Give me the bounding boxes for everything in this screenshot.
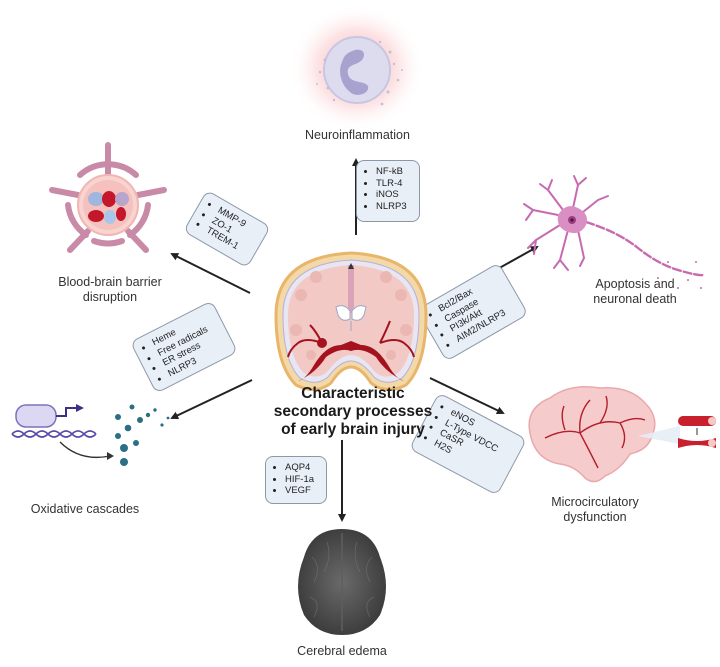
center-title-line: secondary processes (273, 403, 433, 420)
marker-item: AQP4 (285, 462, 318, 474)
center-title-line: of early brain injury (281, 421, 425, 438)
center-title-line: Characteristic (301, 385, 405, 402)
apoptosis-label-line: Apoptosis and (595, 277, 675, 291)
neuron-icon (523, 175, 705, 289)
bbb-label: Blood-brain barrier disruption (40, 275, 180, 305)
blood-vessel-pericyte-icon (49, 142, 167, 253)
apoptosis-label-line: neuronal death (593, 292, 677, 306)
edema-label: Cerebral edema (297, 644, 387, 658)
center-title: Characteristic secondary processes of ea… (258, 385, 448, 439)
arrow-to-oxidative (170, 379, 253, 420)
arrow-to-bbb (170, 253, 251, 294)
microcirculatory-label: Microcirculatory dysfunction (535, 495, 655, 525)
microcirculatory-label-line: dysfunction (563, 510, 627, 524)
brain-ct-scan-icon (298, 529, 386, 635)
dna-transcription-ros-icon (11, 404, 170, 466)
marker-item: VEGF (285, 485, 318, 497)
brain-vasculature-icon (528, 386, 716, 483)
bbb-label-line: Blood-brain barrier (58, 275, 162, 289)
oxidative-label: Oxidative cascades (30, 502, 140, 516)
apoptosis-label: Apoptosis and neuronal death (580, 277, 690, 307)
arrow-to-microcirculatory (429, 377, 505, 415)
marker-item: TLR-4 (376, 178, 411, 190)
marker-item: HIF-1a (285, 474, 318, 486)
neutrophil-icon (289, 4, 425, 132)
marker-item: NF-kB (376, 166, 411, 178)
microcirculatory-label-line: Microcirculatory (551, 495, 639, 509)
neuroinflammation-marker-box: NF-kB TLR-4 iNOS NLRP3 (356, 160, 420, 222)
bbb-label-line: disruption (82, 290, 138, 304)
edema-marker-box: AQP4 HIF-1a VEGF (265, 456, 327, 504)
neuroinflammation-label: Neuroinflammation (305, 128, 410, 142)
coronal-brain-section-icon (274, 251, 428, 391)
marker-item: NLRP3 (376, 201, 411, 213)
marker-item: iNOS (376, 189, 411, 201)
